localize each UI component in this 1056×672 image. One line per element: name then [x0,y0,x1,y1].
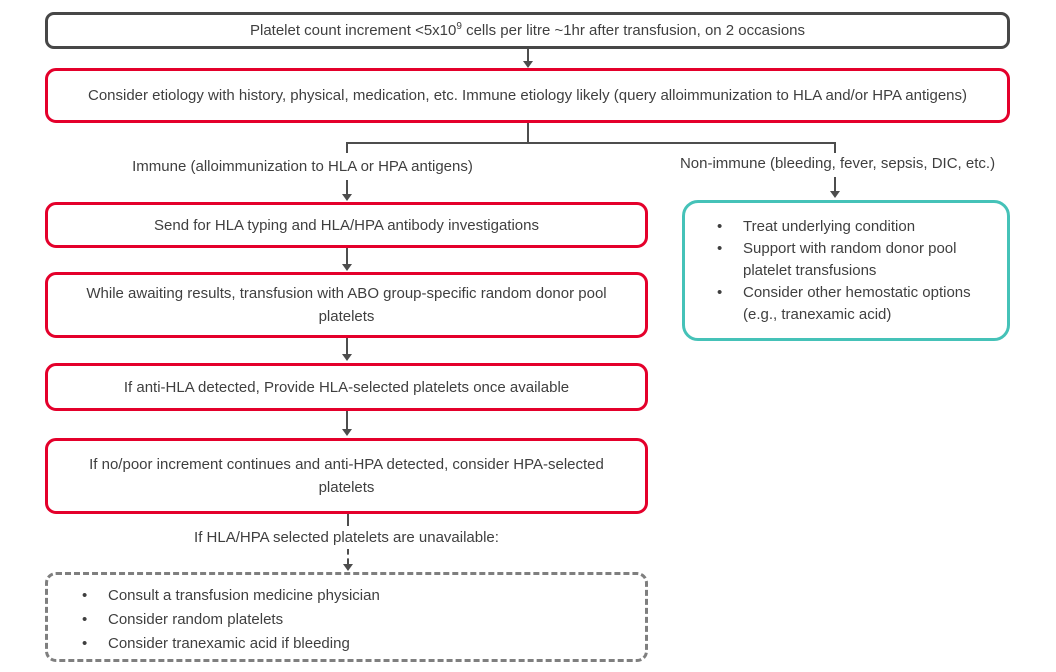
criteria-superscript: 9 [456,21,462,32]
arrow-shaft [346,248,348,264]
arrowhead-down-icon [342,194,352,201]
arrow-shaft [346,338,348,354]
list-item: Consider other hemostatic options (e.g.,… [697,282,995,326]
list-item: Treat underlying condition [697,216,995,238]
non-immune-management-box: Treat underlying condition Support with … [682,200,1010,341]
arrow-shaft [834,177,836,191]
arrow-shaft [346,180,348,194]
criteria-text: Platelet count increment <5x109 cells pe… [250,19,805,42]
hla-typing-box: Send for HLA typing and HLA/HPA antibody… [45,202,648,248]
arrow-anti-hla-to-anti-hpa [341,411,353,436]
awaiting-results-box: While awaiting results, transfusion with… [45,272,648,338]
anti-hpa-box: If no/poor increment continues and anti-… [45,438,648,514]
arrow-criteria-to-etiology [522,49,534,68]
list-item: Consider tranexamic acid if bleeding [62,632,380,656]
unavailable-label: If HLA/HPA selected platelets are unavai… [194,529,499,546]
arrowhead-down-icon [342,264,352,271]
branch-left-tick-line [346,142,348,153]
hla-typing-text: Send for HLA typing and HLA/HPA antibody… [154,216,539,234]
criteria-text-pre: Platelet count increment <5x10 [249,22,457,39]
unavailable-options-box: Consult a transfusion medicine physician… [45,572,648,662]
unavailable-options-list: Consult a transfusion medicine physician… [62,584,380,656]
anti-hla-text: If anti-HLA detected, Provide HLA-select… [123,378,570,396]
arrowhead-down-icon [342,354,352,361]
etiology-text: Consider etiology with history, physical… [87,87,968,104]
branch-bar-line [346,142,836,144]
arrow-shaft [347,549,349,564]
arrow-unavailable [342,549,354,571]
arrow-immune-branch [341,180,353,201]
immune-branch-label: Immune (alloimmunization to HLA or HPA a… [132,158,473,175]
list-item: Consult a transfusion medicine physician [62,584,380,608]
non-immune-branch-label: Non-immune (bleeding, fever, sepsis, DIC… [679,155,996,172]
list-item: Support with random donor pool platelet … [697,238,995,282]
criteria-text-post: cells per litre ~1hr after transfusion, … [461,22,806,39]
arrowhead-down-icon [523,61,533,68]
arrowhead-down-icon [830,191,840,198]
branch-stem-line [527,123,529,144]
arrow-shaft [346,411,348,429]
etiology-box: Consider etiology with history, physical… [45,68,1010,123]
list-item: Consider random platelets [62,608,380,632]
anti-hpa-text: If no/poor increment continues and anti-… [89,456,604,496]
non-immune-management-list: Treat underlying condition Support with … [697,216,995,326]
arrow-typing-to-awaiting [341,248,353,271]
arrow-non-immune-branch [829,177,841,198]
arrow-shaft [527,49,529,61]
arrowhead-down-icon [343,564,353,571]
anti-hla-box: If anti-HLA detected, Provide HLA-select… [45,363,648,411]
arrow-awaiting-to-anti-hla [341,338,353,361]
dashed-stub-line [347,514,349,526]
criteria-box: Platelet count increment <5x109 cells pe… [45,12,1010,49]
arrowhead-down-icon [342,429,352,436]
awaiting-results-text: While awaiting results, transfusion with… [86,285,607,325]
branch-right-tick-line [834,142,836,153]
